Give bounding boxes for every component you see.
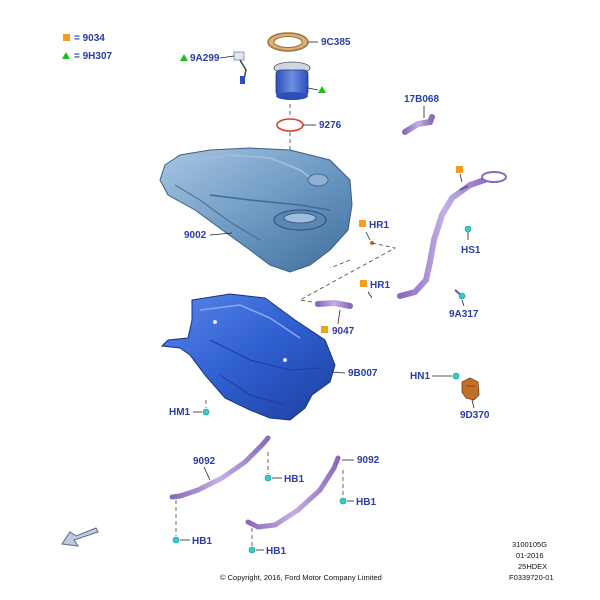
valve-9d370: HN1 9D370 (410, 371, 490, 421)
square-marker-icon (63, 34, 70, 41)
drawing-code-3: 25HDEX (518, 562, 547, 571)
footer: © Copyright, 2016, Ford Motor Company Li… (220, 540, 554, 582)
label-9092-left: 9092 (193, 456, 216, 467)
o-ring-9276: 9276 (276, 118, 342, 132)
label-9a317: 9A317 (449, 309, 479, 320)
direction-arrow-icon (61, 527, 99, 547)
label-hr1-upper: HR1 (369, 220, 389, 231)
label-9276: 9276 (319, 120, 342, 131)
filler-pipe (397, 166, 507, 299)
heat-shield-9b007: 9B007 (160, 293, 378, 421)
hr1-marker-upper: HR1 (359, 220, 389, 245)
drawing-code-2: 01-2016 (516, 551, 544, 560)
label-17b068: 17B068 (404, 94, 439, 105)
label-hb1-left-lower: HB1 (192, 536, 212, 547)
hose-9047: 9047 (315, 299, 355, 337)
copyright-text: © Copyright, 2016, Ford Motor Company Li… (220, 573, 382, 582)
label-9a299: 9A299 (190, 53, 220, 64)
label-9092-right: 9092 (357, 455, 380, 466)
legend: = 9034 = 9H307 (62, 33, 113, 62)
square-marker-icon (321, 326, 328, 333)
fuel-sender-9a299: 9A299 (180, 51, 326, 100)
drawing-code-1: 3100105G (512, 540, 547, 549)
label-hm1: HM1 (169, 407, 191, 418)
drawing-code-4: F0339720-01 (509, 573, 554, 582)
clip-17b068: 17B068 (402, 94, 439, 135)
label-9047: 9047 (332, 326, 355, 337)
label-hs1: HS1 (461, 245, 481, 256)
fuel-tank-9002: 9002 (159, 147, 353, 273)
label-hn1: HN1 (410, 371, 430, 382)
hm1-marker: HM1 (169, 400, 210, 418)
label-9002: 9002 (184, 230, 207, 241)
triangle-marker-icon (180, 54, 188, 61)
legend-square-text: = 9034 (74, 33, 105, 44)
label-hr1-lower: HR1 (370, 280, 390, 291)
square-marker-icon (456, 166, 463, 173)
strap-left-9092: 9092 HB1 HB1 (169, 435, 304, 547)
strap-right-9092: 9092 HB1 HB1 (245, 455, 380, 557)
label-hb1-right-upper: HB1 (356, 497, 376, 508)
label-9b007: 9B007 (348, 368, 378, 379)
triangle-marker-icon (318, 86, 326, 93)
triangle-marker-icon (62, 52, 70, 59)
pipe-clip-9a317: 9A317 (449, 289, 479, 320)
square-marker-icon (360, 280, 367, 287)
label-9d370: 9D370 (460, 410, 490, 421)
label-hb1-left-upper: HB1 (284, 474, 304, 485)
legend-triangle-text: = 9H307 (74, 51, 113, 62)
label-9c385: 9C385 (321, 37, 351, 48)
hs1-marker: HS1 (461, 225, 481, 256)
hr1-marker-lower: HR1 (360, 280, 390, 299)
gasket-9c385: 9C385 (267, 32, 351, 52)
square-marker-icon (359, 220, 366, 227)
label-hb1-right-lower: HB1 (266, 546, 286, 557)
